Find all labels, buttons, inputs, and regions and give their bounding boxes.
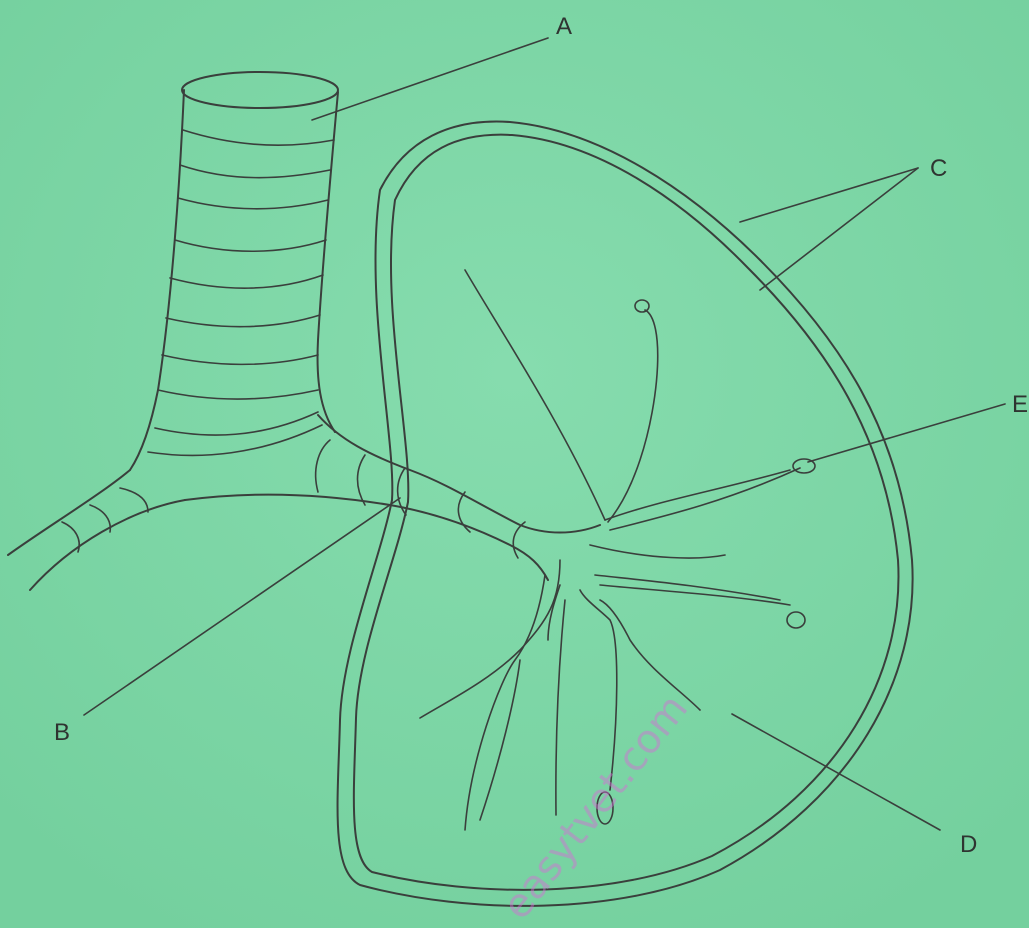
label-e: E bbox=[1012, 391, 1028, 418]
label-b: B bbox=[54, 719, 70, 746]
label-d: D bbox=[960, 831, 977, 858]
label-c: C bbox=[930, 155, 947, 182]
label-a: A bbox=[556, 13, 572, 40]
